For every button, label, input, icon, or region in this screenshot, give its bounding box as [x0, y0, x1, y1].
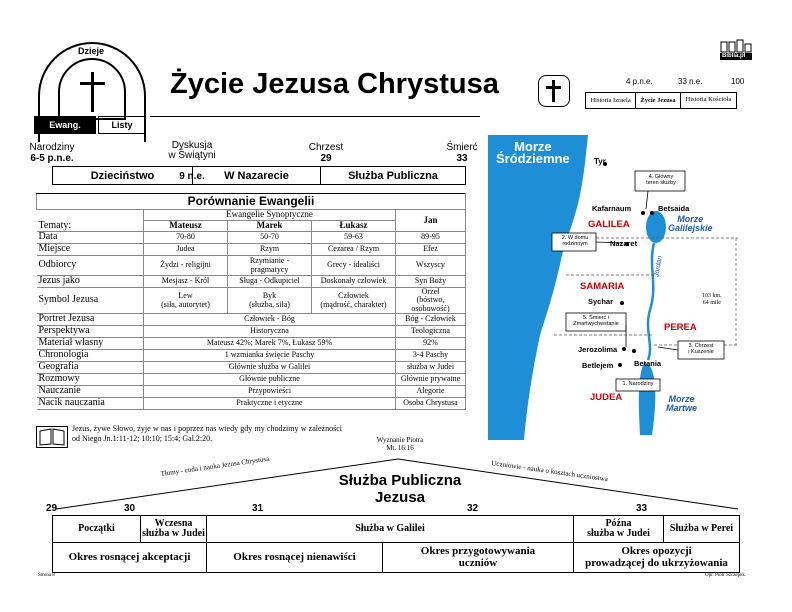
col-lukasz: Łukasz — [311, 220, 396, 232]
year-30: 30 — [124, 503, 136, 514]
phase-childhood: Dzieciństwo — [52, 166, 193, 185]
label-mediterranean: Morze Śródziemne — [496, 139, 570, 167]
bottom-title: Służba Publiczna Jezusa — [338, 472, 462, 506]
history-church: Historia Kościoła — [679, 92, 738, 109]
period-late-judea: Późna służba w Judei — [573, 515, 664, 543]
event-baptism: Chrzest 29 — [308, 142, 344, 164]
comparison-table: Porównanie Ewangelii Tematy: Ewangelie S… — [36, 193, 466, 411]
period-perea: Służba w Perei — [663, 515, 740, 543]
bible-logo-icon — [718, 36, 754, 62]
col-marek: Marek — [227, 220, 312, 232]
table-row: Materiał własny Mateusz 42%; Marek 7%, Ł… — [36, 337, 466, 351]
phase-table: Dzieciństwo W Nazarecie Służba Publiczna — [52, 166, 466, 185]
cross-icon-small — [552, 80, 555, 102]
city-nazaret: Nazaret — [610, 239, 638, 248]
col-mateusz: Mateusz — [143, 220, 228, 232]
table-row: Symbol Jezusa Lew (siła, autorytet) Byk … — [36, 286, 466, 315]
logo-dzieje: Dzieje — [78, 46, 105, 56]
col-jan: Jan — [395, 209, 466, 232]
city-sychar: Sychar — [588, 297, 614, 306]
title-underline — [150, 116, 480, 117]
region-judea: JUDEA — [590, 392, 623, 403]
event-birth: Narodziny 6-5 p.n.e. — [29, 142, 75, 164]
table-row: Rozmowy Głównie publiczne Głównie prywat… — [36, 373, 466, 387]
region-perea: PEREA — [664, 322, 697, 333]
label-sea-galilee: Morze Galilejskie — [668, 214, 713, 233]
logo-ewang: Ewang. — [34, 116, 96, 134]
logo-arch — [38, 42, 146, 142]
year-29: 29 — [46, 503, 58, 514]
period-galilee: Służba w Galilei — [206, 515, 574, 543]
dead-sea — [638, 363, 656, 435]
city-jerozolima: Jerozolima — [578, 345, 618, 354]
logo-inner-arch — [58, 58, 126, 120]
cross-box — [538, 75, 570, 107]
ministry-table: Początki Wczesna służba w Judei Służba w… — [52, 515, 740, 573]
history-israel: Historia Izraela — [584, 92, 637, 109]
city-betlejem: Betlejem — [582, 361, 614, 370]
table-row: Data 70-80 50-70 59-63 89-95 — [36, 231, 466, 244]
year-31: 31 — [252, 503, 264, 514]
jordan-river — [646, 242, 656, 361]
table-row: Geografia Głównie służba w Galilei służb… — [36, 361, 466, 375]
period-beginnings: Początki — [52, 515, 141, 543]
history-timeline: Historia Izraela Życie Jezusa Historia K… — [584, 92, 738, 109]
city-betania: Betania — [634, 359, 662, 368]
year-33: 33 — [636, 503, 648, 514]
year-end: 100 — [731, 77, 745, 86]
city-betsaida: Betsaida — [658, 204, 690, 213]
note-baptism: 3. Chrzest i Kuszenie — [688, 343, 714, 356]
sea-of-galilee — [646, 211, 666, 243]
footer-left: Strona 8 — [38, 573, 55, 578]
book-icon — [36, 426, 68, 448]
period-preparation: Okres przygotowywania uczniów — [382, 542, 574, 573]
ministry-arrows — [55, 458, 739, 510]
city-tyr: Tyr — [594, 157, 606, 166]
period-acceptance: Okres rosnącej akceptacji — [52, 542, 207, 573]
mediterranean-sea — [488, 135, 588, 440]
region-galilea: GALILEA — [588, 219, 630, 230]
period-hatred: Okres rosnącej nienawiści — [206, 542, 383, 573]
note-main-ministry: 4. Główny teren służby — [646, 174, 676, 187]
phase-public: Służba Publiczna — [320, 166, 466, 185]
year-32: 32 — [467, 503, 479, 514]
note-home: 2. W domu rodzinnym — [561, 235, 589, 248]
period-early-judea: Wczesna służba w Judei — [140, 515, 207, 543]
region-samaria: SAMARIA — [580, 281, 625, 292]
table-row: Portret Jezusa Człowiek - Bóg Bóg - Czło… — [36, 313, 466, 327]
distance: 103 km. 64 mile — [702, 293, 722, 306]
year-start: 4 p.n.e. — [626, 77, 653, 86]
comparison-title: Porównanie Ewangelii — [36, 193, 466, 210]
event-death: Śmierć 33 — [446, 142, 478, 164]
note-death: 5. Śmierć i Zmartwychwstanie — [573, 315, 619, 328]
label-dead-sea: Morze Martwe — [666, 394, 698, 413]
table-row: Perspektywa Historyczna Teologiczna — [36, 325, 466, 339]
phase-nazareth: W Nazarecie — [192, 166, 321, 185]
city-kafarnaum: Kafarnaum — [592, 204, 632, 213]
history-jesus: Życie Jezusa — [635, 92, 681, 109]
table-row: Nacik nauczania Praktyczne i etyczne Oso… — [36, 397, 466, 411]
comparison-tematy: Tematy: — [36, 209, 144, 232]
table-row: Jezus jako Mesjasz - Król Sługa - Odkupi… — [36, 275, 466, 288]
year-middle: 33 n.e. — [678, 77, 703, 86]
logo-listy: Listy — [98, 116, 146, 134]
bible-logo-text: Biblia.pl — [722, 53, 746, 59]
peter-confession: Wyznanie Piotra Mt. 16:16 — [376, 436, 424, 452]
table-row: Odbiorcy Żydzi - religijni Rzymianie - p… — [36, 255, 466, 276]
table-row: Chronologia 1 wzmianka święcie Paschy 3-… — [36, 349, 466, 363]
cross-icon — [91, 72, 94, 112]
quote: Jezus, żywe Słowo, żyje w nas i poprzez … — [72, 424, 342, 443]
footer-right: Opr. Piotr Szczepek — [705, 573, 745, 578]
table-row: Nauczanie Przypowieści Alegorie — [36, 385, 466, 399]
note-birth: 1. Narodziny — [622, 381, 654, 387]
period-opposition: Okres opozycji prowadzącej do ukrzyżowan… — [573, 542, 740, 573]
table-row: Miejsce Judea Rzym Cezarea / Rzym Efez — [36, 243, 466, 256]
map: Morze Śródziemne Tyr 4. Główny teren słu… — [488, 135, 745, 440]
synoptic-header: Ewangelie Synoptyczne — [143, 209, 396, 221]
page-title: Życie Jezusa Chrystusa — [170, 68, 499, 100]
